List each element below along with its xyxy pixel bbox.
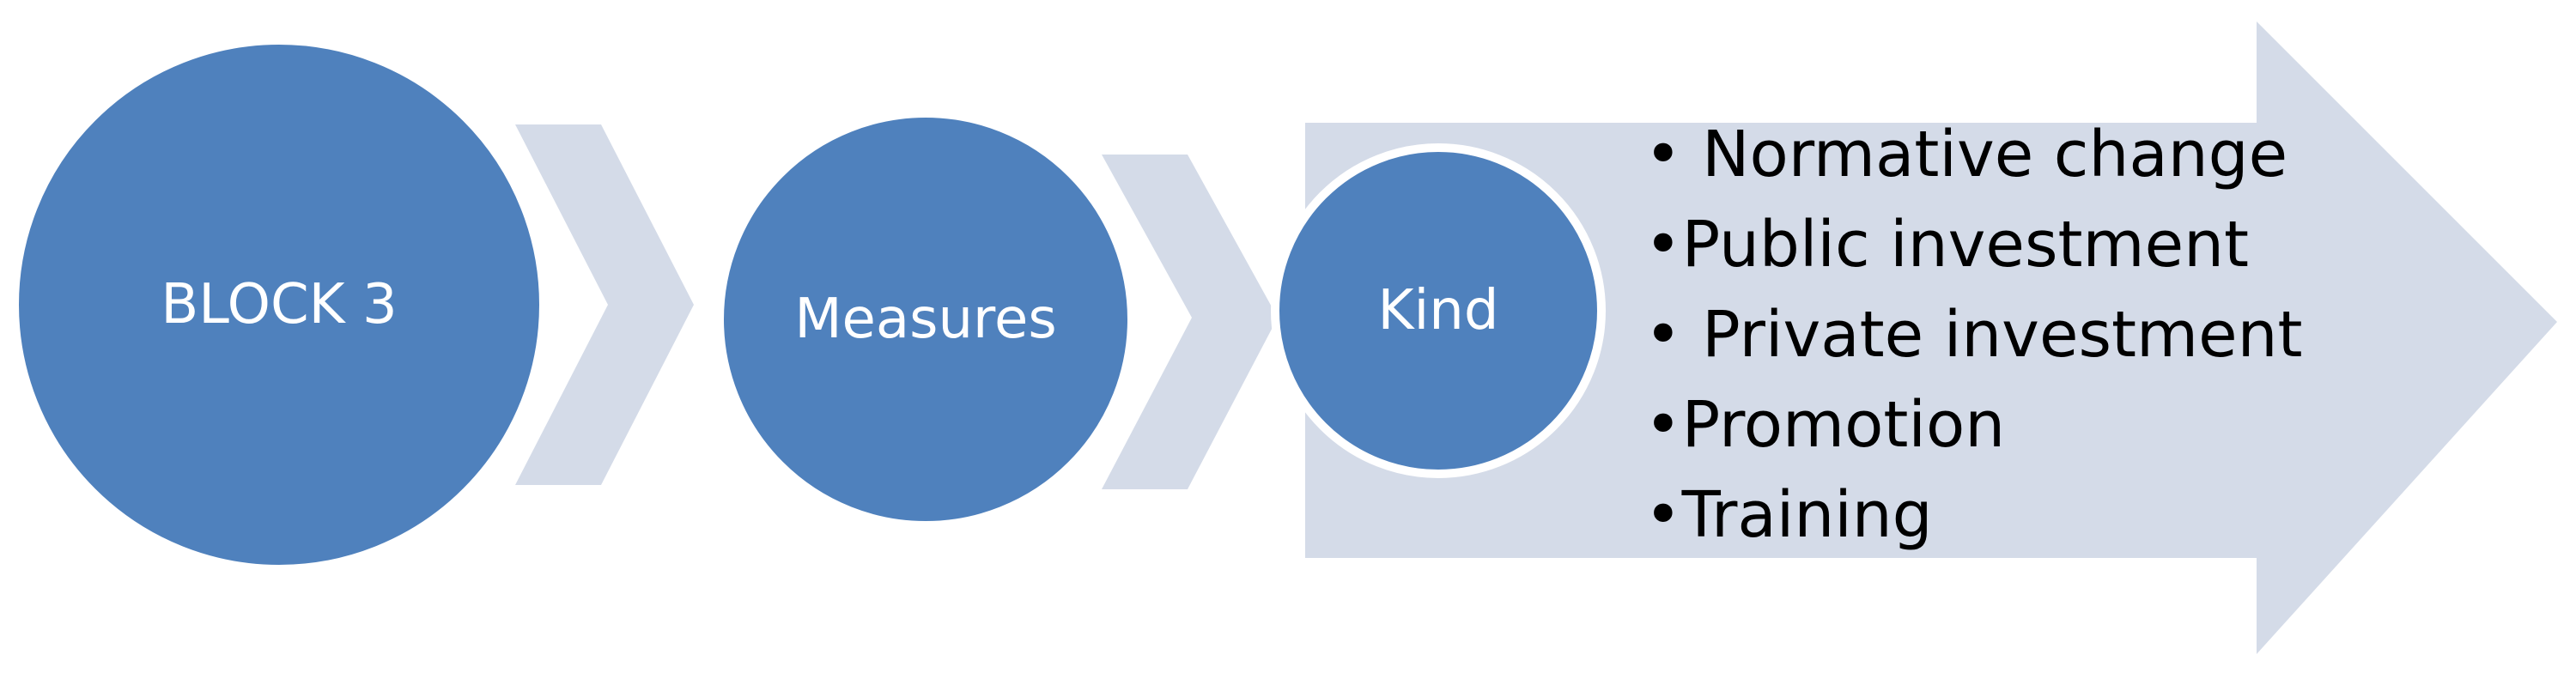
list-item-text: Private investment [1682,298,2303,372]
list-item-private-investment: • Private investment [1644,298,2303,372]
bullet-icon: • [1644,388,1682,462]
bullet-icon: • [1644,208,1682,282]
chevron-arrow-1 [515,124,694,485]
list-item-text: Training [1681,478,1933,552]
list-item-normative-change: • Normative change [1644,118,2287,191]
bullet-icon: • [1644,298,1682,372]
large-block-arrow [1305,21,2557,654]
measures-circle [715,109,1136,530]
list-item-promotion: •Promotion [1644,388,2005,462]
kind-label: Kind [1378,279,1499,343]
bullet-icon: • [1644,478,1682,552]
block-3-label: BLOCK 3 [161,273,397,336]
list-item-text: Promotion [1682,388,2006,462]
list-item-text: Public investment [1682,208,2249,282]
measures-label: Measures [794,288,1056,351]
list-item-text: Normative change [1682,118,2287,191]
list-item-training: •Training [1644,478,1933,552]
bullet-icon: • [1644,118,1682,191]
kind-circle [1271,143,1606,478]
chevron-arrow-2 [1102,155,1278,489]
block-3-circle [10,36,548,573]
list-item-public-investment: •Public investment [1644,208,2249,282]
